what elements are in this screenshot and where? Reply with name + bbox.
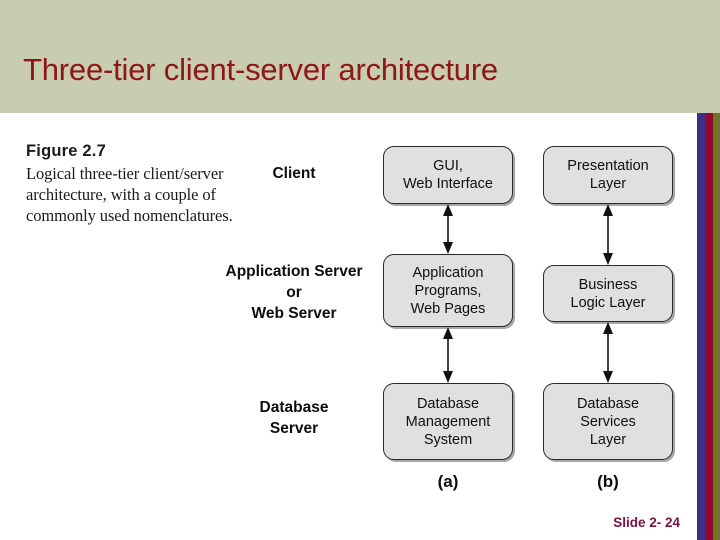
arrow-double-headed-b1 xyxy=(601,204,615,265)
subfigure-caption-a: (a) xyxy=(437,472,459,491)
stripe-red xyxy=(705,113,713,540)
decorative-stripes xyxy=(697,113,720,540)
figure-caption: Figure 2.7 Logical three-tier client/ser… xyxy=(26,141,241,226)
arrow-double-headed-b2 xyxy=(601,322,615,383)
arrow-double-headed-a1 xyxy=(441,204,455,254)
title-band: Three-tier client-server architecture xyxy=(0,0,720,113)
figure-caption-heading: Figure 2.7 xyxy=(26,142,106,160)
nomenclature-label-client: Client xyxy=(272,165,316,182)
subfigure-caption-b: (b) xyxy=(597,472,619,491)
node-gui-web-interface[interactable]: GUI,Web Interface xyxy=(383,146,513,204)
figure-caption-body: Logical three-tier client/server archite… xyxy=(26,164,233,225)
arrow-double-headed-a2 xyxy=(441,327,455,383)
page-title: Three-tier client-server architecture xyxy=(23,52,498,87)
stripe-olive xyxy=(713,113,720,540)
slide-number: Slide 2- 24 xyxy=(613,515,680,530)
stripe-blue xyxy=(697,113,705,540)
